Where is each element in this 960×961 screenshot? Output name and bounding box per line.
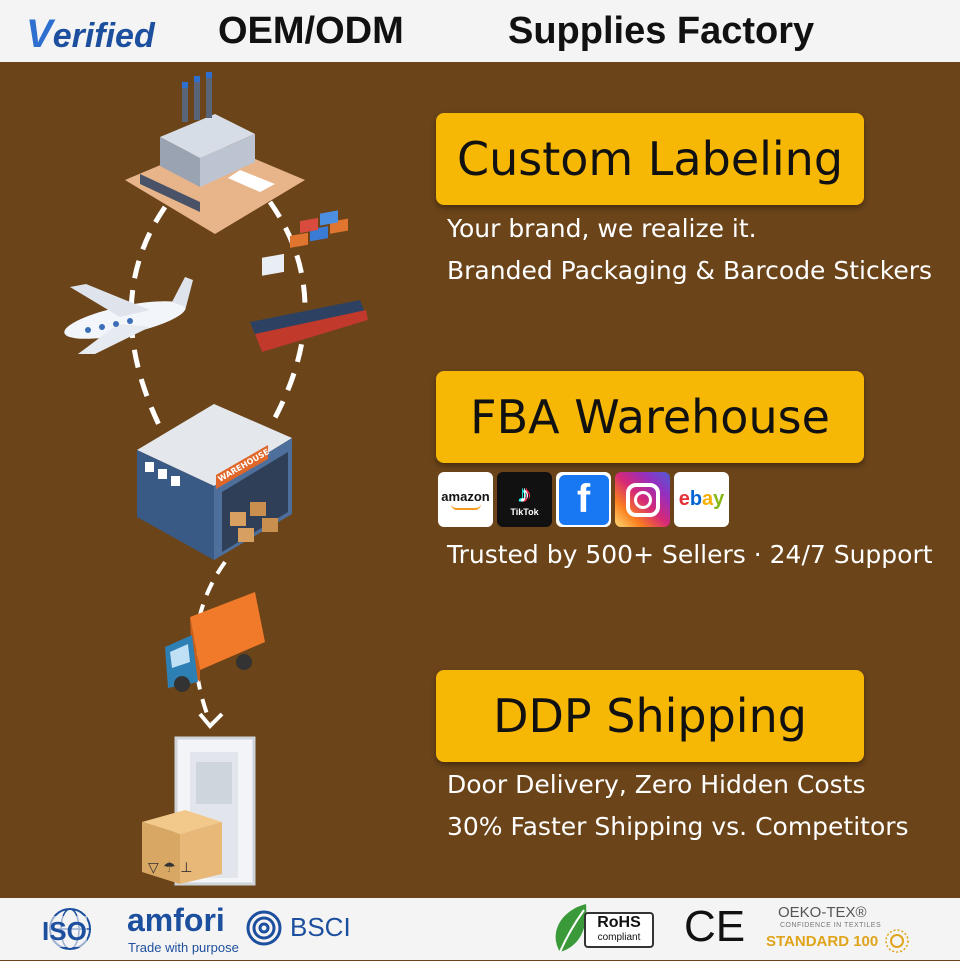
rohs-badge: RoHS compliant: [552, 902, 656, 956]
custom-labeling-line-2: Branded Packaging & Barcode Stickers: [447, 256, 933, 285]
instagram-icon: [615, 472, 670, 527]
airplane-icon: [64, 277, 193, 354]
warehouse-icon: WAREHOUSE: [137, 404, 292, 560]
cargo-ship-icon: [250, 210, 368, 352]
custom-labeling-label: Custom Labeling: [436, 113, 864, 205]
fba-warehouse-line-1: Trusted by 500+ Sellers · 24/7 Support: [447, 540, 933, 569]
amfori-tagline: Trade with purpose: [128, 940, 239, 955]
custom-labeling-line-1: Your brand, we realize it.: [447, 214, 757, 243]
tiktok-icon: ♪ TikTok: [497, 472, 552, 527]
factory-icon: [125, 72, 305, 234]
main-area: WAREHOUSE ▽ ☂ ⊥ Custom Labeling Your bra…: [0, 62, 960, 898]
bsci-rings-icon: [246, 910, 282, 946]
supplies-factory-title: Supplies Factory: [508, 10, 815, 52]
oem-odm-title: OEM/ODM: [218, 10, 404, 52]
ddp-shipping-line-1: Door Delivery, Zero Hidden Costs: [447, 770, 866, 799]
oeko-tex-label: OEKO-TEX®: [778, 904, 867, 921]
ce-mark: CE: [684, 902, 746, 951]
amazon-icon: amazon: [438, 472, 493, 527]
header-bar: Verified OEM/ODM Supplies Factory: [0, 0, 960, 62]
facebook-icon: f: [556, 472, 611, 527]
delivery-truck-icon: [165, 592, 265, 692]
oeko-tex-sub: CONFIDENCE IN TEXTILES: [780, 922, 882, 929]
verified-logo: Verified: [26, 12, 155, 56]
logistics-illustration: WAREHOUSE ▽ ☂ ⊥: [64, 72, 368, 886]
fba-warehouse-label: FBA Warehouse: [436, 371, 864, 463]
leaf-icon: [555, 904, 587, 953]
bsci-label: BSCI: [290, 912, 351, 942]
certifications-bar: ISO amfori Trade with purpose BSCI RoHS …: [0, 898, 960, 960]
door-delivery-icon: ▽ ☂ ⊥: [142, 736, 256, 886]
oeko-tex-standard: STANDARD 100: [766, 933, 879, 950]
svg-text:▽ ☂ ⊥: ▽ ☂ ⊥: [148, 860, 192, 876]
ddp-shipping-label: DDP Shipping: [436, 670, 864, 762]
ddp-shipping-line-2: 30% Faster Shipping vs. Competitors: [447, 812, 909, 841]
sun-icon: [884, 928, 910, 954]
iso-logo: ISO: [40, 906, 100, 952]
amfori-logo: amfori: [127, 902, 225, 938]
